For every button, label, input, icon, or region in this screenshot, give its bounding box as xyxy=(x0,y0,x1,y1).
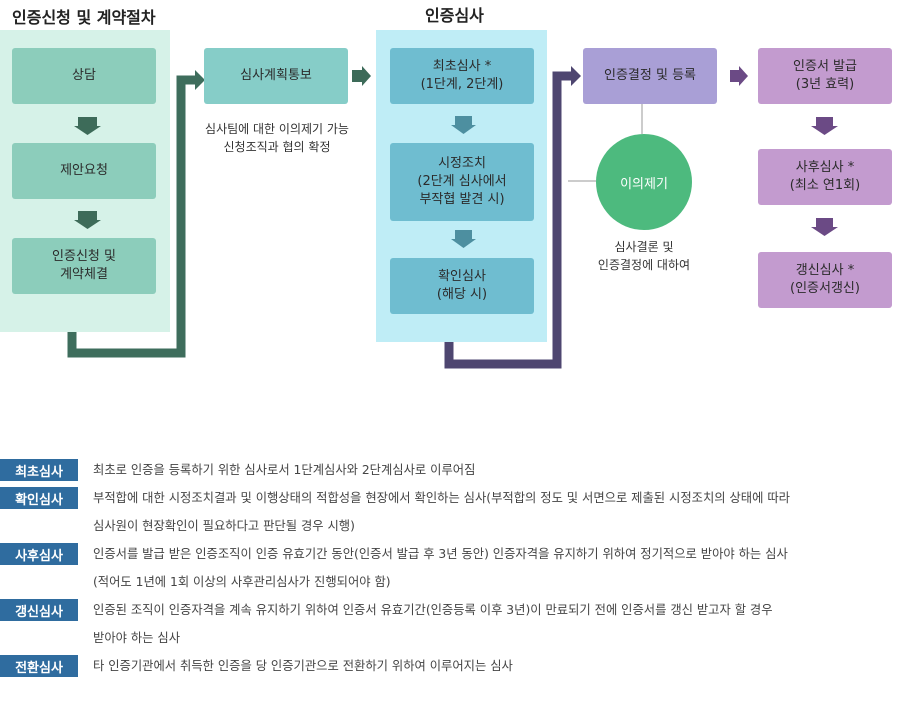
step-renewal-audit: 갱신심사 * (인증서갱신) xyxy=(758,252,892,308)
legend-desc: 타 인증기관에서 취득한 인증을 당 인증기관으로 전환하기 위하여 이루어지는… xyxy=(93,659,513,673)
step-decision-registration: 인증결정 및 등록 xyxy=(583,48,717,104)
step-certificate-issue: 인증서 발급 (3년 효력) xyxy=(758,48,892,104)
legend-tag: 사후심사 xyxy=(0,543,78,565)
step-surveillance-audit: 사후심사 * (최소 연1회) xyxy=(758,149,892,205)
legend-desc: (적어도 1년에 1회 이상의 사후관리심사가 진행되어야 함) xyxy=(93,575,391,589)
legend-row-initial: 최초심사 최초로 인증을 등록하기 위한 심사로서 1단계심사와 2단계심사로 … xyxy=(0,456,908,484)
arrow-plan-to-audit xyxy=(352,66,371,86)
legend-tag: 확인심사 xyxy=(0,487,78,509)
legend-desc: 인증된 조직이 인증자격을 계속 유지하기 위하여 인증서 유효기간(인증등록 … xyxy=(93,603,773,617)
legend-desc: 부적합에 대한 시정조치결과 및 이행상태의 적합성을 현장에서 확인하는 심사… xyxy=(93,491,790,505)
plan-note: 심사팀에 대한 이의제기 가능 신청조직과 협의 확정 xyxy=(205,122,349,154)
arrowhead-audit-to-decision xyxy=(571,66,581,86)
arrow-down-audit-1 xyxy=(451,116,476,134)
step-corrective-action: 시정조치 (2단계 심사에서 부작협 발견 시) xyxy=(390,143,534,221)
step-verification-audit: 확인심사 (해당 시) xyxy=(390,258,534,314)
legend-desc: 인증서를 발급 받은 인증조직이 인증 유효기간 동안(인증서 발급 후 3년 … xyxy=(93,547,788,561)
legend-row-renewal: 갱신심사 인증된 조직이 인증자격을 계속 유지하기 위하여 인증서 유효기간(… xyxy=(0,596,908,652)
legend-desc: 받아야 하는 심사 xyxy=(93,631,181,645)
connector-left-to-plan xyxy=(67,75,196,358)
arrow-down-cert-2 xyxy=(811,218,838,236)
step-application-contract: 인증신청 및 계약체결 xyxy=(12,238,156,294)
legend-tag: 갱신심사 xyxy=(0,599,78,621)
middle-section-title: 인증심사 xyxy=(425,6,484,25)
legend-row-transfer: 전환심사 타 인증기관에서 취득한 인증을 당 인증기관으로 전환하기 위하여 … xyxy=(0,655,908,683)
legend-desc: 최초로 인증을 등록하기 위한 심사로서 1단계심사와 2단계심사로 이루어짐 xyxy=(93,463,476,477)
step-initial-audit: 최초심사 * (1단계, 2단계) xyxy=(390,48,534,104)
arrow-down-audit-2 xyxy=(451,230,476,248)
legend-tag: 전환심사 xyxy=(0,655,78,677)
step-audit-plan-notice: 심사계획통보 xyxy=(204,48,348,104)
arrow-decision-to-cert xyxy=(730,66,748,86)
legend-row-surveillance: 사후심사 인증서를 발급 받은 인증조직이 인증 유효기간 동안(인증서 발급 … xyxy=(0,540,908,596)
step-proposal-request: 제안요청 xyxy=(12,143,156,199)
objection-note: 심사결론 및 인증결정에 대하여 xyxy=(597,240,691,272)
arrow-down-left-2 xyxy=(74,211,101,229)
arrowhead-left-to-plan xyxy=(195,70,205,90)
legend-row-verification: 확인심사 부적합에 대한 시정조치결과 및 이행상태의 적합성을 현장에서 확인… xyxy=(0,484,908,540)
left-section-title: 인증신청 및 계약절차 xyxy=(12,8,156,27)
arrow-down-left-1 xyxy=(74,117,101,135)
legend-desc: 심사원이 현장확인이 필요하다고 판단될 경우 시행) xyxy=(93,519,355,533)
objection-circle: 이의제기 xyxy=(596,134,692,230)
legend-tag: 최초심사 xyxy=(0,459,78,481)
connector-audit-to-decision xyxy=(444,71,572,369)
step-consultation: 상담 xyxy=(12,48,156,104)
arrow-down-cert-1 xyxy=(811,117,838,135)
